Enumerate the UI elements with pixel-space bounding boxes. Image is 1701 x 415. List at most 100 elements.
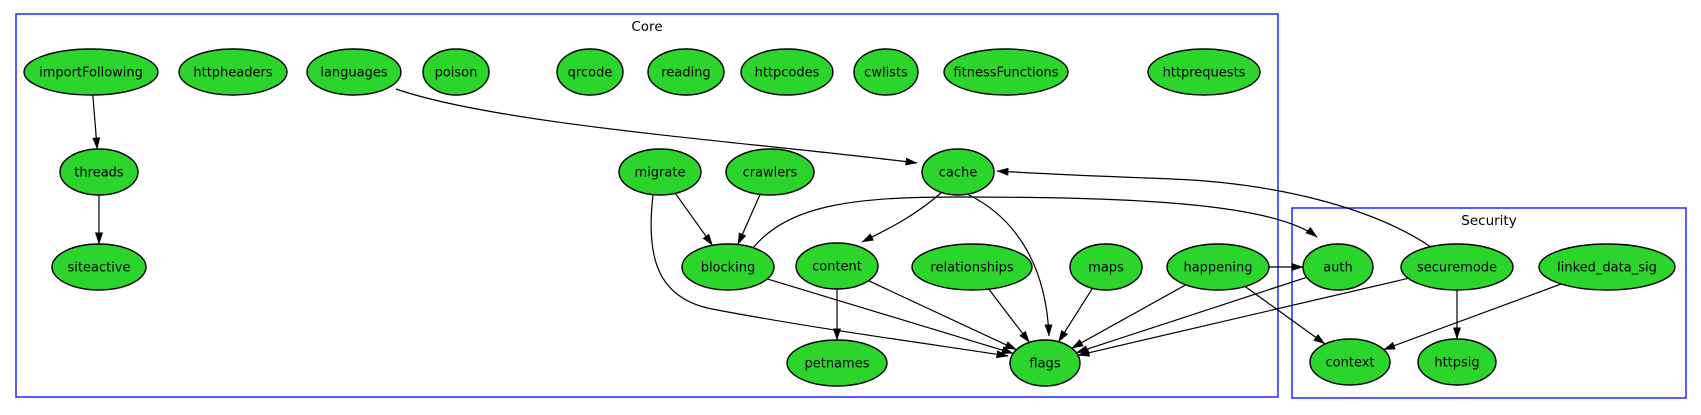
node-blocking-label: blocking (701, 261, 756, 276)
node-httpcodes: httpcodes (740, 48, 834, 96)
node-crawlers: crawlers (725, 148, 815, 196)
node-auth-label: auth (1323, 261, 1353, 276)
node-content: content (795, 242, 879, 290)
node-reading-label: reading (661, 66, 710, 81)
node-cwlists-shape (853, 48, 919, 96)
node-context-label: context (1326, 356, 1375, 371)
node-content-shape (795, 242, 879, 290)
node-importFollowing-shape (23, 48, 159, 96)
node-languages-shape (306, 48, 402, 96)
node-httprequests-shape (1147, 48, 1261, 96)
node-happening-shape (1166, 243, 1270, 291)
node-httpcodes-shape (740, 48, 834, 96)
cluster-security-border (1291, 207, 1687, 399)
cluster-security-label: Security (1461, 213, 1516, 229)
edge-cache-to-flags (966, 193, 1053, 337)
node-httpcodes-label: httpcodes (755, 66, 820, 81)
edge-crawlers-to-blocking (737, 194, 761, 245)
node-relationships: relationships (911, 243, 1033, 291)
node-poison: poison (422, 48, 490, 96)
node-maps-label: maps (1088, 261, 1124, 276)
node-flags: flags (1009, 339, 1081, 387)
node-httpheaders-shape (178, 48, 288, 96)
node-blocking: blocking (681, 243, 775, 291)
node-migrate-label: migrate (635, 166, 686, 181)
node-siteactive-shape (51, 243, 147, 291)
edge-securemode-to-cache (996, 167, 1432, 248)
node-maps-shape (1069, 243, 1143, 291)
node-fitnessFunctions-shape (943, 48, 1069, 96)
node-happening-label: happening (1183, 261, 1252, 276)
node-auth-shape (1302, 243, 1374, 291)
node-fitnessFunctions-label: fitnessFunctions (953, 66, 1058, 81)
edge-maps-to-flags (1057, 287, 1094, 343)
edge-importFollowing-to-threads (92, 94, 101, 150)
node-securemode-label: securemode (1417, 261, 1497, 276)
edge-blocking-to-auth (752, 196, 1318, 249)
cluster-core-border (15, 13, 1279, 398)
node-cwlists-label: cwlists (864, 66, 908, 81)
node-crawlers-label: crawlers (743, 166, 798, 181)
node-httpsig-shape (1417, 338, 1497, 386)
edge-auth-to-flags (1075, 276, 1307, 354)
node-securemode-shape (1400, 243, 1514, 291)
edge-linked_data_sig-to-context (1383, 283, 1562, 351)
node-migrate: migrate (618, 148, 702, 196)
edge-happening-to-context (1244, 286, 1326, 345)
node-petnames-label: petnames (805, 357, 870, 372)
node-cwlists: cwlists (853, 48, 919, 96)
node-maps: maps (1069, 243, 1143, 291)
node-httpsig: httpsig (1417, 338, 1497, 386)
node-cache-label: cache (939, 166, 978, 181)
edge-cache-to-content (861, 192, 942, 243)
node-httprequests-label: httprequests (1163, 66, 1246, 81)
node-qrcode-shape (556, 48, 624, 96)
node-linked_data_sig: linked_data_sig (1538, 243, 1676, 291)
node-importFollowing: importFollowing (23, 48, 159, 96)
node-siteactive-label: siteactive (68, 261, 131, 276)
node-reading: reading (647, 48, 725, 96)
edge-securemode-to-flags (1077, 277, 1409, 357)
node-threads: threads (59, 148, 139, 196)
node-blocking-shape (681, 243, 775, 291)
node-qrcode: qrcode (556, 48, 624, 96)
edge-languages-to-cache (395, 88, 918, 166)
edge-happening-to-flags (1071, 284, 1187, 349)
node-migrate-shape (618, 148, 702, 196)
node-relationships-shape (911, 243, 1033, 291)
node-poison-shape (422, 48, 490, 96)
node-poison-label: poison (435, 66, 478, 81)
node-relationships-label: relationships (930, 261, 1013, 276)
node-siteactive: siteactive (51, 243, 147, 291)
node-securemode: securemode (1400, 243, 1514, 291)
node-qrcode-label: qrcode (568, 66, 613, 81)
edge-content-to-flags (868, 280, 1017, 351)
node-httprequests: httprequests (1147, 48, 1261, 96)
node-petnames: petnames (786, 339, 888, 387)
node-crawlers-shape (725, 148, 815, 196)
node-fitnessFunctions: fitnessFunctions (943, 48, 1069, 96)
node-linked_data_sig-shape (1538, 243, 1676, 291)
node-cache: cache (921, 148, 995, 196)
node-context-shape (1309, 338, 1391, 386)
node-httpheaders: httpheaders (178, 48, 288, 96)
node-reading-shape (647, 48, 725, 96)
edge-blocking-to-flags (767, 278, 1014, 354)
edge-migrate-to-blocking (674, 192, 713, 246)
cluster-core-label: Core (631, 19, 662, 35)
node-flags-label: flags (1029, 357, 1060, 372)
node-content-label: content (812, 260, 862, 275)
node-languages-label: languages (320, 66, 388, 81)
node-threads-shape (59, 148, 139, 196)
edge-migrate-to-flags (650, 194, 1009, 359)
node-threads-label: threads (74, 166, 124, 181)
node-httpheaders-label: httpheaders (193, 66, 272, 81)
node-auth: auth (1302, 243, 1374, 291)
node-context: context (1309, 338, 1391, 386)
node-linked_data_sig-label: linked_data_sig (1557, 261, 1657, 276)
node-happening: happening (1166, 243, 1270, 291)
node-cache-shape (921, 148, 995, 196)
edge-relationships-to-flags (988, 288, 1030, 343)
